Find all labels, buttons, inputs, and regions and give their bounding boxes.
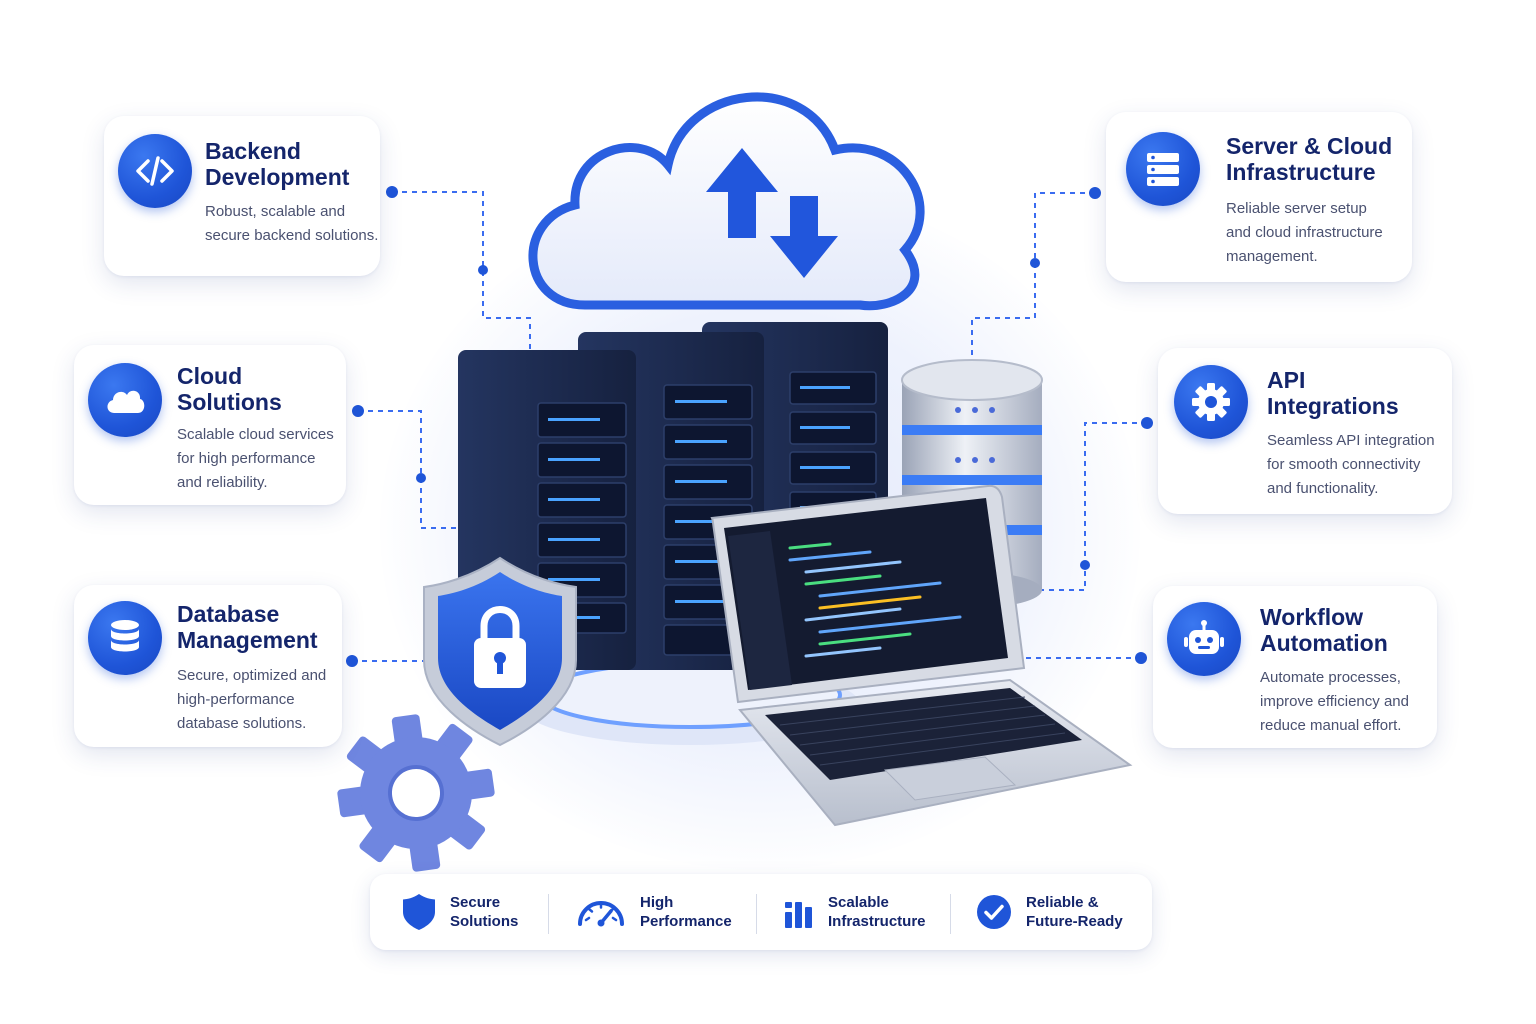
bar-chart-icon [785,902,812,928]
card-description: Automate processes,improve efficiency an… [1260,669,1409,734]
laptop-icon [710,484,1133,827]
connector-dot [416,473,426,483]
gear-decoration-icon [337,714,495,872]
shield-lock-icon [423,556,577,747]
feature-label: Reliable &Future-Ready [1026,894,1123,930]
robot-icon [1167,602,1241,676]
connector-server [971,192,1095,355]
connector-backend [392,191,531,350]
cloud-upload-download-icon [528,92,925,311]
connector-cloud [358,410,460,529]
connector-dot [386,186,398,198]
gear-icon [1174,365,1248,439]
connector-dot [478,265,488,275]
speedometer-icon [578,901,624,927]
connector-dot [1141,417,1153,429]
code-icon [118,134,192,208]
connector-dot [1030,258,1040,268]
divider [950,894,951,934]
divider [756,894,757,934]
server-icon [1126,132,1200,206]
check-circle-icon [977,895,1011,929]
connector-dot [1135,652,1147,664]
connector-dot [1089,187,1101,199]
feature-reliable-future-ready: Reliable &Future-Ready [976,874,1136,950]
cloud-icon [88,363,162,437]
database-icon [88,601,162,675]
connector-dot [352,405,364,417]
shield-icon [403,894,435,930]
connector-api [1040,422,1147,591]
connector-dot [346,655,358,667]
connector-dot [1080,560,1090,570]
divider [548,894,549,934]
